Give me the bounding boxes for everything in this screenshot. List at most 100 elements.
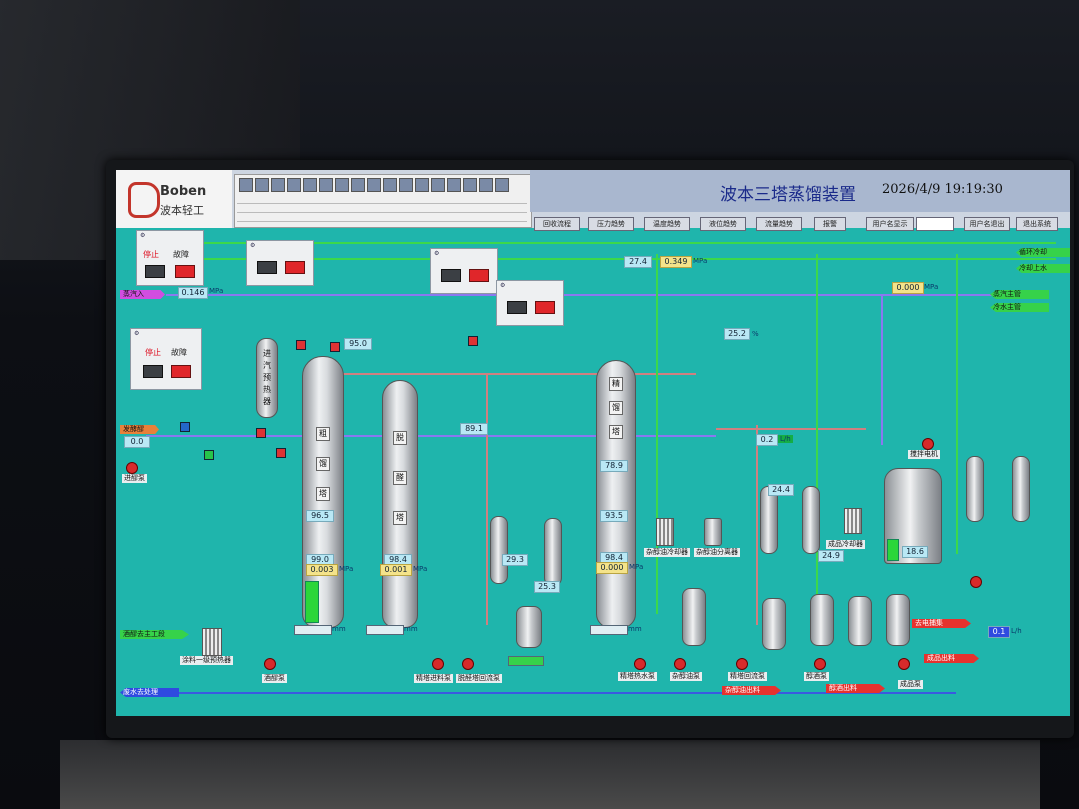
pump-icon[interactable] xyxy=(970,576,982,588)
datetime: 2026/4/9 19:19:30 xyxy=(882,182,1003,197)
alcohol-pump-icon[interactable] xyxy=(814,658,826,670)
toolbar-icon[interactable] xyxy=(367,178,381,192)
pipe xyxy=(196,242,1056,244)
toolbar-icon[interactable] xyxy=(271,178,285,192)
toolbar-icon[interactable] xyxy=(431,178,445,192)
start-button[interactable] xyxy=(441,269,461,282)
column-label: 塔 xyxy=(393,511,407,525)
toolbar-icon[interactable] xyxy=(303,178,317,192)
preheater-label-1: 进 xyxy=(263,349,271,358)
rectifying-column[interactable]: 精 馏 塔 xyxy=(596,360,636,628)
start-button[interactable] xyxy=(257,261,277,274)
c3-reflux-tank[interactable] xyxy=(762,598,786,650)
pipe xyxy=(716,428,866,430)
nav-exit[interactable]: 退出系统 xyxy=(1016,217,1058,231)
c1-mid-temp: 96.5 xyxy=(306,510,334,522)
column-label: 粗 xyxy=(316,427,330,441)
stop-button[interactable] xyxy=(171,365,191,378)
aldehyde-condenser-2[interactable] xyxy=(544,518,562,586)
toolbar-icon[interactable] xyxy=(495,178,509,192)
pipe xyxy=(881,295,883,445)
column-label: 塔 xyxy=(316,487,330,501)
flow-mid: 0.2 xyxy=(756,434,778,446)
toolbar-icon[interactable] xyxy=(351,178,365,192)
nav-alarm[interactable]: 报警 xyxy=(814,217,846,231)
pipe xyxy=(656,254,658,614)
product-pump-icon[interactable] xyxy=(898,658,910,670)
toolbar-icon[interactable] xyxy=(479,178,493,192)
nav-flow-trend[interactable]: 流量趋势 xyxy=(756,217,802,231)
unit: L/h xyxy=(1011,627,1022,635)
valve-icon[interactable] xyxy=(180,422,190,432)
side-vessel-2[interactable] xyxy=(1012,456,1030,522)
start-button[interactable] xyxy=(507,301,527,314)
valve-icon[interactable] xyxy=(276,448,286,458)
valve-icon[interactable] xyxy=(296,340,306,350)
toolbar-icon[interactable] xyxy=(319,178,333,192)
aldehyde-condenser[interactable] xyxy=(490,516,508,584)
c3-feed-pump-icon[interactable] xyxy=(432,658,444,670)
toolbar-icon[interactable] xyxy=(463,178,477,192)
temp-252: 25.2 xyxy=(724,328,750,340)
flow-right: 0.1 xyxy=(988,626,1010,638)
stop-button[interactable] xyxy=(469,269,489,282)
toolbar-icon[interactable] xyxy=(335,178,349,192)
column-label: 馏 xyxy=(609,401,623,415)
unit: MPa xyxy=(693,257,708,265)
nav-logout[interactable]: 用户名退出 xyxy=(964,217,1010,231)
residue-separator[interactable] xyxy=(704,518,722,546)
product-cooler[interactable] xyxy=(844,508,862,534)
toolbar-icon[interactable] xyxy=(383,178,397,192)
c3-reflux-pump-icon[interactable] xyxy=(736,658,748,670)
toolbar-icon[interactable] xyxy=(415,178,429,192)
product-tank-b[interactable] xyxy=(886,594,910,646)
preheat-exchanger[interactable] xyxy=(202,628,222,656)
feed-flow: 0.0 xyxy=(124,436,150,448)
valve-icon[interactable] xyxy=(468,336,478,346)
mash-pump-icon[interactable] xyxy=(264,658,276,670)
stop-button[interactable] xyxy=(535,301,555,314)
toolbar-icon[interactable] xyxy=(239,178,253,192)
nav-temp-trend[interactable]: 温度趋势 xyxy=(644,217,690,231)
toolbar-icon[interactable] xyxy=(447,178,461,192)
nav-user-display[interactable]: 用户名显示 xyxy=(866,217,914,231)
valve-icon[interactable] xyxy=(204,450,214,460)
nav-recovery[interactable]: 回收流程 xyxy=(534,217,580,231)
side-vessel-1[interactable] xyxy=(966,456,984,522)
start-button[interactable] xyxy=(143,365,163,378)
alcohol-tank[interactable] xyxy=(810,594,834,646)
stop-button[interactable] xyxy=(285,261,305,274)
alcohol-out-tag: 醇酒出料 xyxy=(826,684,885,693)
column-label: 塔 xyxy=(609,425,623,439)
pipe xyxy=(956,254,958,554)
user-name-field[interactable] xyxy=(916,217,954,231)
aldehyde-reflux-tank[interactable] xyxy=(516,606,542,648)
nav-pressure-trend[interactable]: 压力趋势 xyxy=(588,217,634,231)
stir-motor-icon[interactable] xyxy=(922,438,934,450)
product-tank-a[interactable] xyxy=(848,596,872,646)
temp-249: 24.9 xyxy=(818,550,844,562)
steam-preheater[interactable]: 进 汽 预 热 器 xyxy=(256,338,278,418)
header: Boben 波本轻工 波本三塔蒸馏装置 20 xyxy=(116,170,1070,231)
stop-button[interactable] xyxy=(175,265,195,278)
start-button[interactable] xyxy=(145,265,165,278)
residue-cooler[interactable] xyxy=(656,518,674,546)
c3-condenser-2[interactable] xyxy=(802,486,820,554)
valve-icon[interactable] xyxy=(330,342,340,352)
aldehyde-column[interactable]: 脱 醛 塔 xyxy=(382,380,418,628)
residue-pump-icon[interactable] xyxy=(674,658,686,670)
nav-level-trend[interactable]: 液位趋势 xyxy=(700,217,746,231)
unit: % xyxy=(752,330,759,338)
feed-pump-icon[interactable] xyxy=(126,462,138,474)
feed-pressure: 0.146 xyxy=(178,287,208,299)
toolbar-icon[interactable] xyxy=(399,178,413,192)
ald-reflux-pump-icon[interactable] xyxy=(462,658,474,670)
crude-column[interactable]: 粗 馏 塔 xyxy=(302,356,344,628)
residue-oil-tank[interactable] xyxy=(682,588,706,646)
toolbar-icon[interactable] xyxy=(255,178,269,192)
toolbar-icon[interactable] xyxy=(287,178,301,192)
hot-water-pump-icon[interactable] xyxy=(634,658,646,670)
c3-condenser-1[interactable] xyxy=(760,486,778,554)
valve-icon[interactable] xyxy=(256,428,266,438)
temp-244: 24.4 xyxy=(768,484,794,496)
